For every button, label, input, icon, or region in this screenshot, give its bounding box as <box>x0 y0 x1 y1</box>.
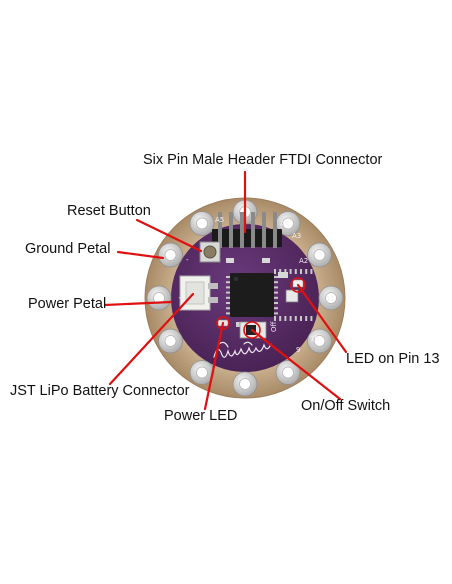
chip-leg <box>226 291 231 294</box>
label-led-pin-13: LED on Pin 13 <box>346 351 440 367</box>
chip-leg <box>310 316 313 321</box>
pin-label-a3: A3 <box>292 232 301 240</box>
label-power-led: Power LED <box>164 408 238 424</box>
chip-leg <box>273 276 278 278</box>
petal-hole <box>282 366 294 379</box>
petals <box>146 199 344 397</box>
chip-leg <box>226 276 231 278</box>
chip-leg <box>273 296 278 299</box>
leader-reset <box>135 218 203 253</box>
label-reset-button: Reset Button <box>67 203 151 219</box>
jst-connector <box>179 275 218 311</box>
header-pin <box>240 212 244 248</box>
microcontroller-chip <box>226 269 313 321</box>
header-pin <box>251 212 255 248</box>
petal-hole <box>325 292 337 304</box>
chip-leg <box>273 302 278 304</box>
chip-leg <box>274 269 276 274</box>
chip-leg <box>289 316 292 321</box>
leader-led13 <box>296 283 348 354</box>
petal-hole <box>282 217 294 230</box>
petal-hole <box>239 378 251 390</box>
leader-ground <box>116 250 165 260</box>
chip-leg <box>284 316 287 321</box>
pin-label-a4: A4 <box>280 220 290 228</box>
leader-switch <box>250 328 342 401</box>
label-jst-connector: JST LiPo Battery Connector <box>10 383 190 399</box>
petal-hole <box>313 249 326 261</box>
pin-label-a5: A5 <box>215 216 224 224</box>
chip-leg <box>300 316 302 321</box>
switch-off-text: Off <box>270 321 278 332</box>
chip-leg <box>273 307 278 310</box>
label-ftdi: Six Pin Male Header FTDI Connector <box>143 152 383 168</box>
power-minus-symbol: - <box>186 256 189 264</box>
chip-leg <box>305 269 308 274</box>
chip-leg <box>226 286 231 289</box>
petal-hole <box>313 335 326 347</box>
chip-leg <box>305 316 308 321</box>
leader-endpoints <box>216 277 306 339</box>
chip-leg <box>226 281 231 284</box>
petal-hole <box>164 249 177 261</box>
petal-hole <box>196 366 208 379</box>
led-pin-13 <box>292 279 304 288</box>
header-pin <box>229 212 233 248</box>
petal-hole <box>196 217 208 230</box>
pin-label-9: 9 <box>296 346 300 354</box>
pin-label-a2: A2 <box>299 257 308 265</box>
power-plus-symbol: + <box>178 294 184 302</box>
label-on-off-switch: On/Off Switch <box>301 398 391 414</box>
label-power-petal: Power Petal <box>28 296 107 312</box>
header-pin <box>273 212 277 248</box>
chip-leg <box>294 269 297 274</box>
chip-leg <box>226 312 231 315</box>
chip-leg <box>273 312 278 315</box>
petal-hole <box>164 335 177 347</box>
leader-power-petal <box>103 300 173 307</box>
pin-label-10: 10 <box>310 335 319 343</box>
chip-leg <box>226 307 231 310</box>
chip-leg <box>310 269 313 274</box>
header-pin <box>218 212 222 248</box>
leader-jst <box>108 292 195 386</box>
chip-leg <box>279 316 282 321</box>
ftdi-header <box>212 212 282 248</box>
chip-leg <box>279 269 282 274</box>
chip-leg <box>273 286 278 289</box>
chip-leg <box>294 316 297 321</box>
pin-label-11: 11 <box>326 295 335 303</box>
reset-button <box>199 241 221 263</box>
chip-leg <box>300 269 302 274</box>
header-pin <box>262 212 266 248</box>
leader-lines <box>103 170 348 411</box>
label-ground-petal: Ground Petal <box>25 241 111 257</box>
chip-leg <box>273 291 278 294</box>
leader-power-led <box>203 321 225 411</box>
chip-leg <box>226 296 231 299</box>
chip-leg <box>284 269 287 274</box>
chip-leg <box>273 281 278 284</box>
chip-leg <box>274 316 276 321</box>
chip-leg <box>226 302 231 304</box>
chip-leg <box>289 269 292 274</box>
